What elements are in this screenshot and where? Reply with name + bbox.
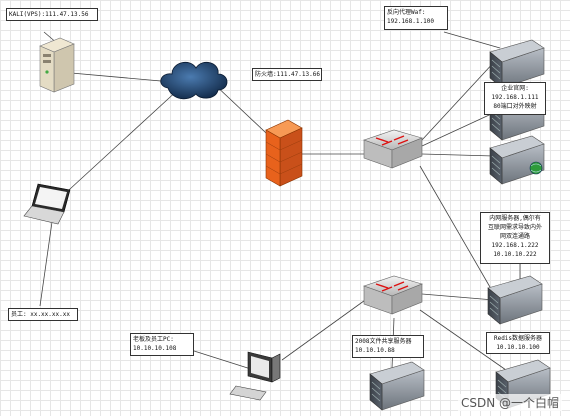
link-laptop-cloud (57, 87, 181, 201)
rack-server-icon (487, 275, 543, 325)
desktop-pc-icon (229, 351, 281, 401)
csdn-watermark: CSDN @一个白帽 (457, 394, 562, 411)
link-switch2-intranet (421, 293, 495, 301)
link-waf-label (443, 31, 501, 49)
link-switch2-pc (281, 297, 369, 361)
tower-server-icon (39, 37, 75, 93)
link-switch1-webserver (421, 153, 495, 157)
intranet-server-label: 内网服务器,偶尔有 互联网需求导致内外 网双连通路 192.168.1.222 … (480, 212, 550, 264)
switch-icon (363, 275, 423, 315)
link-laptop-label (39, 221, 53, 307)
link-switch1-site (421, 109, 501, 147)
firewall-icon (265, 119, 303, 187)
link-switch1-waf (421, 59, 497, 141)
file-share-label: 2008文件共享服务器 10.10.10.88 (352, 335, 424, 358)
rack-server-icon (369, 361, 425, 411)
company-site-label: 企业官网: 192.168.1.111 80端口对外映射 (484, 82, 546, 115)
cloud-icon (160, 61, 228, 100)
redis-label: Redis数据服务器 10.10.10.100 (486, 332, 550, 354)
link-switch1-intranet (419, 165, 495, 295)
reverse-proxy-label: 反向代理Waf: 192.168.1.100 (384, 6, 448, 30)
staff-label: 员工: xx.xx.xx.xx (8, 308, 78, 321)
firewall-label: 防火墙:111.47.13.66 (252, 68, 322, 81)
switch-icon (363, 129, 423, 169)
boss-pc-label: 老板及员工PC: 10.10.10.108 (130, 333, 194, 356)
link-kali-cloud (59, 71, 173, 83)
connection-lines (39, 31, 521, 371)
laptop-icon (23, 183, 71, 225)
link-switch2-redis (419, 309, 507, 371)
kali-label: KALI(VPS):111.47.13.56 (6, 8, 98, 21)
web-server-icon (489, 135, 545, 185)
